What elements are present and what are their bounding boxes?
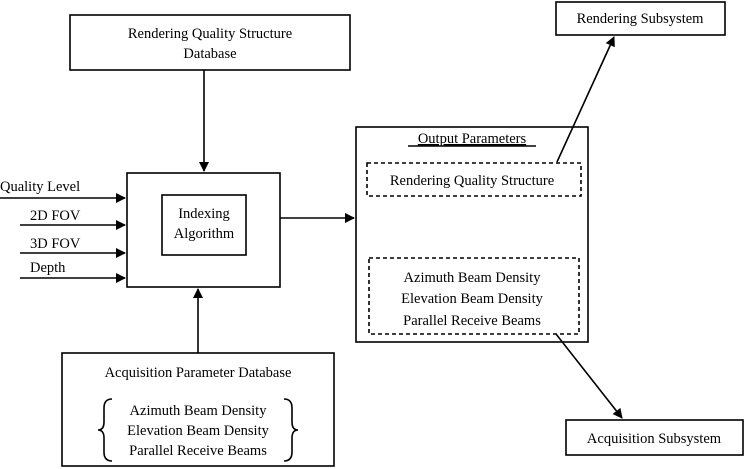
indexing-line2: Algorithm — [174, 226, 235, 242]
rendering-db-line2: Database — [183, 46, 236, 62]
input-label-quality-level: Quality Level — [0, 179, 80, 195]
rendering-subsystem-label: Rendering Subsystem — [577, 11, 705, 27]
indexing-algorithm-box — [162, 195, 246, 255]
acq-db-item-parallel: Parallel Receive Beams — [129, 443, 267, 459]
output-acq-item-parallel: Parallel Receive Beams — [403, 313, 541, 329]
indexing-line1: Indexing — [178, 206, 230, 222]
output-rendering-item: Rendering Quality Structure — [390, 173, 554, 189]
acq-db-item-azimuth: Azimuth Beam Density — [130, 403, 268, 419]
input-label-2d-fov: 2D FOV — [30, 208, 81, 224]
acquisition-db-title: Acquisition Parameter Database — [105, 365, 292, 381]
input-label-depth: Depth — [30, 260, 66, 276]
input-label-3d-fov: 3D FOV — [30, 236, 81, 252]
acq-db-item-elevation: Elevation Beam Density — [127, 423, 269, 439]
output-acq-item-azimuth: Azimuth Beam Density — [404, 270, 542, 286]
output-parameters-box — [356, 127, 588, 342]
arrow-to-acquisition-subsystem — [556, 334, 622, 418]
acquisition-subsystem-label: Acquisition Subsystem — [587, 431, 722, 447]
output-title: Output Parameters — [418, 131, 527, 147]
output-acq-item-elevation: Elevation Beam Density — [401, 291, 543, 307]
rendering-db-line1: Rendering Quality Structure — [128, 26, 292, 42]
